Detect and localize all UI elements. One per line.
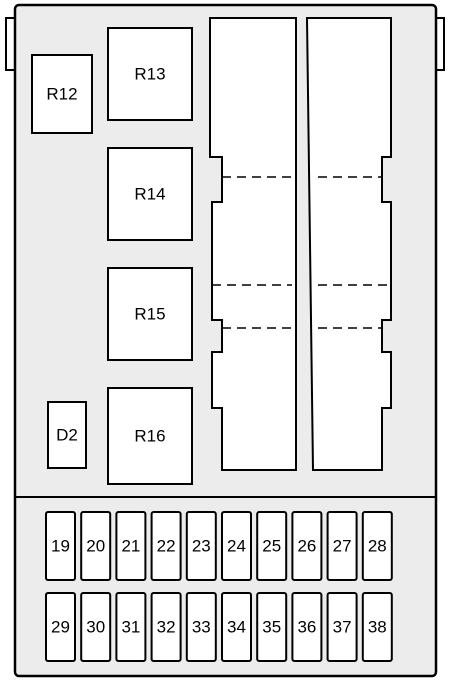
relay-r15-label: R15 — [134, 305, 165, 324]
relay-r16-label: R16 — [134, 427, 165, 446]
fuse-32-body — [150, 592, 182, 662]
fuse-row-top: 19 20 21 22 23 24 25 26 27 28 — [45, 511, 393, 581]
fuse-22-body — [150, 511, 182, 581]
fuse-29-body — [45, 592, 76, 662]
fuse-29-label: 29 — [51, 618, 70, 637]
fuse-37: 37 — [326, 592, 358, 662]
relay-r15: R15 — [107, 267, 193, 361]
fuse-36-label: 36 — [297, 618, 316, 637]
fuse-21-label: 21 — [121, 537, 140, 556]
relay-r13: R13 — [107, 27, 193, 121]
fuse-34-label: 34 — [227, 618, 246, 637]
fuse-35-label: 35 — [262, 618, 281, 637]
diode-d2-label: D2 — [56, 426, 78, 445]
large-slot-right — [305, 17, 392, 471]
fuse-25-label: 25 — [262, 537, 281, 556]
relay-r14: R14 — [107, 147, 193, 241]
fuse-31: 31 — [115, 592, 147, 662]
fuse-19-body — [45, 511, 76, 581]
fuse-35-body — [256, 592, 288, 662]
fuse-34-body — [221, 592, 252, 662]
fuse-22: 22 — [150, 511, 182, 581]
fuse-31-label: 31 — [121, 618, 140, 637]
fuse-33-body — [185, 592, 217, 662]
fuse-28-body — [361, 511, 393, 581]
relay-r14-label: R14 — [134, 185, 165, 204]
relay-r12: R12 — [31, 54, 93, 134]
fuse-24: 24 — [221, 511, 252, 581]
fuse-32-label: 32 — [157, 618, 176, 637]
fuse-36: 36 — [291, 592, 323, 662]
fuse-31-body — [115, 592, 147, 662]
fuse-21-body — [115, 511, 147, 581]
fuse-34: 34 — [221, 592, 252, 662]
fuse-30: 30 — [80, 592, 112, 662]
fuse-24-label: 24 — [227, 537, 246, 556]
fuse-22-label: 22 — [157, 537, 176, 556]
relay-r13-label: R13 — [134, 65, 165, 84]
fuse-23: 23 — [185, 511, 217, 581]
fuse-20-body — [80, 511, 112, 581]
fuse-26-label: 26 — [297, 537, 316, 556]
fuse-33-label: 33 — [192, 618, 211, 637]
fuse-29: 29 — [45, 592, 76, 662]
fuse-32: 32 — [150, 592, 182, 662]
fuse-23-label: 23 — [192, 537, 211, 556]
fuse-33: 33 — [185, 592, 217, 662]
fuse-23-body — [185, 511, 217, 581]
fuse-20-label: 20 — [86, 537, 105, 556]
fuse-37-label: 37 — [333, 618, 352, 637]
fuse-26: 26 — [291, 511, 323, 581]
fuse-27: 27 — [326, 511, 358, 581]
fuse-28: 28 — [361, 511, 393, 581]
fuse-38-body — [361, 592, 393, 662]
fuse-37-body — [326, 592, 358, 662]
fuse-28-label: 28 — [368, 537, 387, 556]
fuse-19-label: 19 — [51, 537, 70, 556]
fuse-36-body — [291, 592, 323, 662]
fuse-21: 21 — [115, 511, 147, 581]
fuse-30-label: 30 — [86, 618, 105, 637]
fuse-19: 19 — [45, 511, 76, 581]
fuse-25-body — [256, 511, 288, 581]
relay-r16: R16 — [107, 387, 193, 485]
fuse-27-label: 27 — [333, 537, 352, 556]
fuse-38-label: 38 — [368, 618, 387, 637]
fuse-26-body — [291, 511, 323, 581]
fuse-35: 35 — [256, 592, 288, 662]
fuse-24-body — [221, 511, 252, 581]
fuse-38: 38 — [361, 592, 393, 662]
fuse-row-bottom: 29 30 31 32 33 34 35 36 37 38 — [45, 592, 393, 662]
diode-d2: D2 — [47, 401, 87, 469]
fuse-20: 20 — [80, 511, 112, 581]
fuse-27-body — [326, 511, 358, 581]
large-slot-left — [209, 17, 297, 471]
fuse-25: 25 — [256, 511, 288, 581]
fuse-30-body — [80, 592, 112, 662]
relay-r12-label: R12 — [46, 85, 77, 104]
